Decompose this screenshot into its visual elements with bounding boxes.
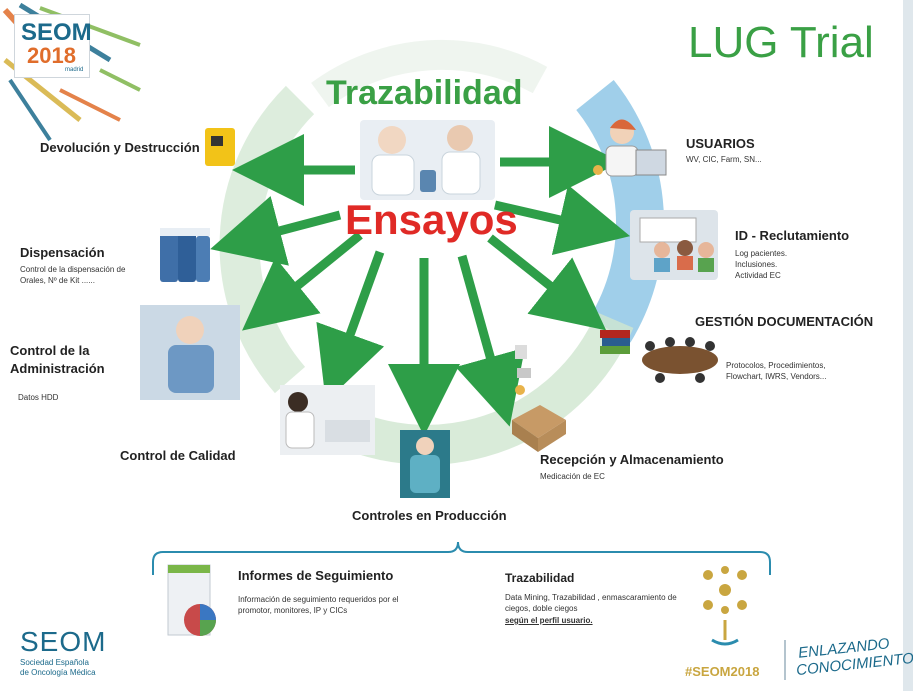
emblem-icon bbox=[703, 566, 747, 646]
admin-photo bbox=[140, 305, 240, 400]
logo-city-text: madrid bbox=[65, 67, 84, 73]
footer-seom-logo: SEOM bbox=[20, 626, 107, 657]
documentation-illustration bbox=[600, 330, 718, 383]
users-illustration bbox=[593, 119, 667, 177]
node-control-admin-title-1: Control de la bbox=[10, 343, 90, 358]
node-id-reclutamiento-sub3: Actividad EC bbox=[735, 271, 781, 280]
seom-2018-logo: SEOM 2018 madrid bbox=[14, 14, 92, 78]
node-usuarios-title: USUARIOS bbox=[686, 136, 755, 151]
node-controles-produccion-title: Controles en Producción bbox=[352, 508, 507, 523]
node-control-admin-title-2: Administración bbox=[10, 361, 105, 376]
trazabilidad-sub-underlined: según el perfil usuario. bbox=[505, 616, 593, 625]
node-gestion-title: GESTIÓN DOCUMENTACIÓN bbox=[695, 314, 874, 329]
trazabilidad-sub: Data Mining, Trazabilidad , enmascaramie… bbox=[505, 593, 677, 613]
node-id-reclutamiento-sub1: Log pacientes. bbox=[735, 249, 788, 258]
bottles-illustration bbox=[160, 228, 210, 282]
node-dispensacion-title: Dispensación bbox=[20, 245, 105, 260]
slide-title: LUG Trial bbox=[688, 18, 874, 67]
node-id-reclutamiento-title: ID - Reclutamiento bbox=[735, 228, 850, 243]
footer-society-line1: Sociedad Española bbox=[20, 658, 89, 667]
boxes-illustration bbox=[512, 345, 566, 452]
arrows bbox=[210, 126, 631, 436]
recruitment-illustration bbox=[630, 210, 718, 280]
hazard-box-icon bbox=[205, 128, 235, 166]
center-label: Ensayos bbox=[345, 196, 518, 243]
logo-seom-text: SEOM bbox=[21, 19, 92, 46]
node-gestion-sub: Protocolos, Procedimientos, Flowchart, I… bbox=[726, 361, 827, 381]
center-top-label: Trazabilidad bbox=[326, 74, 523, 112]
node-recepcion-title: Recepción y Almacenamiento bbox=[540, 452, 724, 467]
trazabilidad-title: Trazabilidad bbox=[505, 571, 575, 585]
informes-title: Informes de Seguimiento bbox=[238, 568, 394, 583]
footer-hashtag: #SEOM2018 bbox=[685, 664, 760, 679]
bottom-bracket bbox=[152, 541, 771, 575]
footer-society-line2: de Oncología Médica bbox=[20, 668, 96, 677]
node-id-reclutamiento-sub2: Inclusiones. bbox=[735, 260, 778, 269]
node-devolucion-title: Devolución y Destrucción bbox=[40, 140, 200, 155]
node-recepcion-sub: Medicación de EC bbox=[540, 472, 605, 481]
report-icon bbox=[167, 564, 216, 636]
informes-sub: Información de seguimiento requeridos po… bbox=[238, 595, 399, 615]
logo-year-text: 2018 bbox=[27, 43, 76, 68]
node-usuarios-sub: WV, CIC, Farm, SN... bbox=[686, 155, 762, 164]
node-control-calidad-title: Control de Calidad bbox=[120, 448, 236, 463]
quality-photo bbox=[280, 385, 375, 455]
node-control-admin-sub: Datos HDD bbox=[18, 393, 59, 402]
lab-photo bbox=[360, 120, 495, 200]
production-photo bbox=[400, 430, 450, 498]
node-dispensacion-sub: Control de la dispensación de Orales, Nº… bbox=[20, 265, 126, 285]
